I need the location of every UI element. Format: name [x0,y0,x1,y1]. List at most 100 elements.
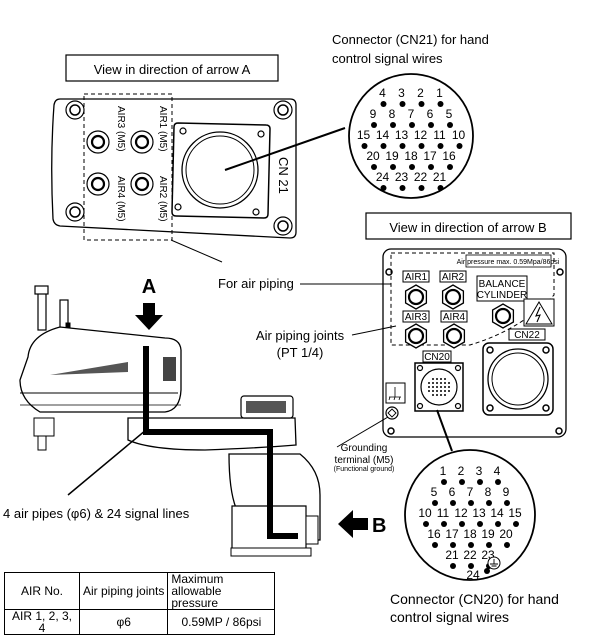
cn20-pin-10: 10 [418,506,432,520]
cn21-pin-dot [409,122,415,128]
cn20-pin-15: 15 [508,506,522,520]
view-a-title-box [65,54,279,82]
arrow-a: A [135,276,163,330]
cn21-pin-16: 16 [442,149,456,163]
cn20-pin-3: 3 [476,464,483,478]
cn20-pin-dot [504,500,510,506]
cn20-pin-5: 5 [431,485,438,499]
grounding-label-1: Grounding [341,443,388,454]
port-label-air1: AIR1 (M5) [157,106,168,152]
cn20-pin-dot [468,500,474,506]
cn20-label: CN20 [424,352,450,363]
joint-label-air3: AIR3 [405,312,428,323]
cn20-pin-dot [486,500,492,506]
joint-label-air4: AIR4 [443,312,466,323]
cn20-pin-dot [441,479,447,485]
view-b: View in direction of arrow B Air pressur… [365,212,572,438]
cn20-pin-dot [423,521,429,527]
ground-icon [388,387,401,401]
cn20-pin-dot [441,521,447,527]
cn21-pin-dot [447,122,453,128]
air-joint-region [390,252,555,346]
view-b-title: View in direction of arrow B [389,220,546,235]
cn21-pin-8: 8 [389,107,396,121]
cn21-pin-19: 19 [385,149,399,163]
cn21-pin-dot [390,122,396,128]
cn21-pin-13: 13 [395,128,409,142]
arrow-b-label: B [372,515,386,537]
cn21-pin-dot [371,164,377,170]
cell-air-joints: φ6 [78,609,169,635]
cn20-pin-dot [450,563,456,569]
cell-air-no: AIR 1, 2, 3, 4 [4,609,80,635]
cn20-pin-6: 6 [449,485,456,499]
cable-route [143,346,298,539]
cn21-pin-dot [437,101,444,107]
cn21-pin-11: 11 [433,128,446,142]
air-port-icon [86,130,154,196]
grounding-leader [336,416,389,448]
pressure-note-box [465,254,552,268]
cn21-pin-dot [390,164,396,170]
cn22-connector [482,342,554,416]
cn20-pin-dot [486,542,492,548]
pipes-label: 4 air pipes (φ6) & 24 signal lines [3,506,190,521]
arrow-a-label: A [142,276,156,298]
cn21-pin-dot [437,143,444,149]
cn21-pin-dot [418,185,425,191]
cn21-caption-2: control signal wires [332,51,443,66]
cn20-pin-22: 22 [463,548,477,562]
cn21-pin-dot [380,143,387,149]
cn20-pin-dot [468,542,474,548]
table-header-row: AIR No. Air piping joints Maximum allowa… [4,572,276,610]
cn21-pinout: Connector (CN21) for hand control signal… [332,32,489,199]
cn20-pin-dot [432,500,438,506]
cn20-connector [414,362,464,412]
for-air-piping-label: For air piping [218,276,294,291]
cn20-pin-dot [459,521,465,527]
cn21-pin-dot [418,101,425,107]
air-joints-leader [351,325,397,336]
cn20-pin-dot [450,500,456,506]
cn21-pin-14: 14 [376,128,390,142]
cn21-pin-dot [456,143,463,149]
cn21-pin-22: 22 [414,170,428,184]
cn20-caption-1: Connector (CN20) for hand [390,591,559,607]
cn21-pin-dot [371,122,377,128]
cn20-pin-dot [468,563,474,569]
view-b-title-box [365,212,572,240]
port-label-air2: AIR2 (M5) [157,176,168,222]
cn21-pin-21: 21 [433,170,447,184]
header-max-pressure: Maximum allowable pressure [167,572,276,610]
scara-robot [19,285,321,557]
cn21-caption-1: Connector (CN21) for hand [332,32,489,47]
arrow-b: B [338,510,386,538]
cn20-pin-dot [477,521,483,527]
cn21-pin-dot [399,143,406,149]
cn21-label: CN 21 [276,157,291,194]
cn20-pin-11: 11 [437,506,450,520]
cn21-pin-9: 9 [370,107,377,121]
cn22-label: CN22 [514,330,540,341]
joint-label-air1: AIR1 [405,272,428,283]
cn21-pin-dot [361,143,368,149]
cn21-pin-4: 4 [379,86,386,100]
grounding-label-3: (Functional ground) [334,466,395,473]
cn21-pin-dot [437,185,444,191]
cn21-pin-dot [428,122,434,128]
cn21-pin-15: 15 [357,128,371,142]
electric-hazard-icon [525,301,553,325]
cn21-pin-20: 20 [366,149,380,163]
cn21-pin-dot [418,143,425,149]
cn21-pin-18: 18 [404,149,418,163]
table-row: AIR 1, 2, 3, 4 φ6 0.59MP / 86psi [4,609,276,635]
air-spec-table: AIR No. Air piping joints Maximum allowa… [4,572,276,635]
cn21-pin-dot [380,185,387,191]
cn20-pin-dot [513,521,519,527]
cn20-leader [436,409,453,452]
cn20-pin-dot [504,542,510,548]
cn21-pin-10: 10 [452,128,466,142]
cn20-pin-18: 18 [463,527,477,541]
cn20-pin-17: 17 [445,527,459,541]
